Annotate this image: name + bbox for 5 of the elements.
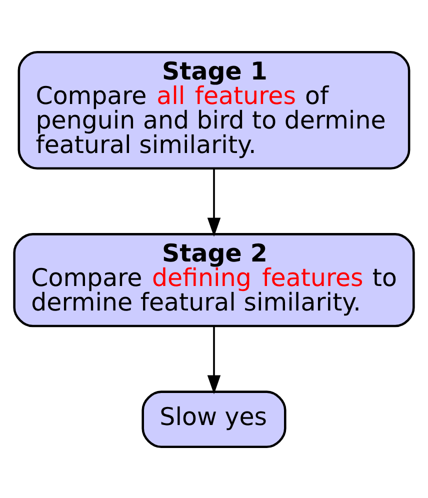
arrow [207,326,221,394]
node-box: Slow yes [142,390,286,448]
node-box: Stage 1 Compare all features of penguin and bird to dermine featural similarity. [18,50,410,170]
node-box: Stage 2 Compare defining features to dermine featural similarity. [13,232,415,327]
arrow [207,168,221,236]
